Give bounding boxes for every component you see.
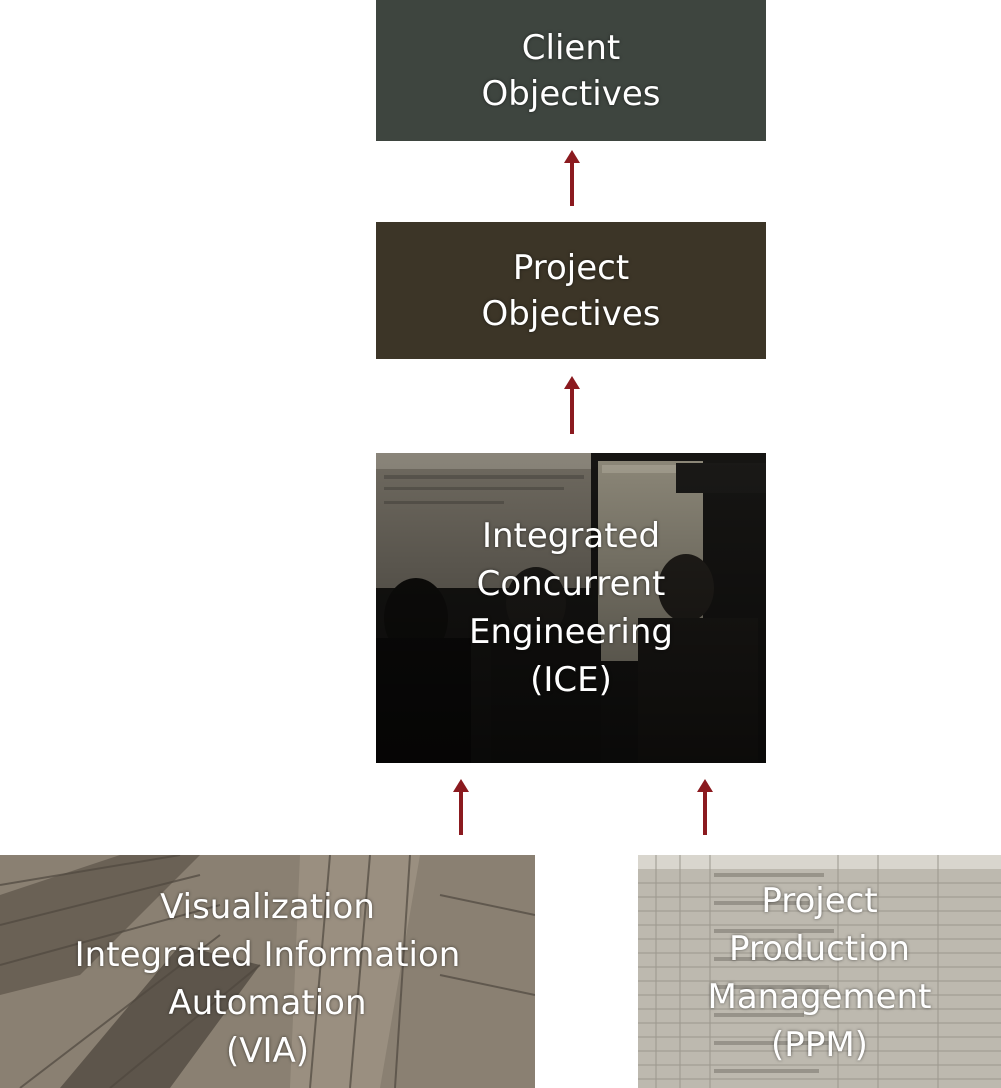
team-meeting-photo — [376, 453, 766, 763]
building-model-render — [0, 855, 535, 1088]
ppm-label: Project Production Management (PPM) — [707, 880, 932, 1065]
client-objectives-box: Client Objectives — [376, 0, 766, 141]
arrow-up-project-to-client — [564, 150, 580, 206]
arrow-up-via-to-ice — [453, 779, 469, 835]
ppm-box: Project Production Management (PPM) — [638, 855, 1001, 1088]
ice-box: Integrated Concurrent Engineering (ICE) — [376, 453, 766, 763]
via-box: Visualization Integrated Information Aut… — [0, 855, 535, 1088]
via-label: Visualization Integrated Information Aut… — [74, 886, 461, 1071]
ice-label: Integrated Concurrent Engineering (ICE) — [469, 516, 673, 700]
arrow-up-ice-to-project — [564, 376, 580, 434]
project-objectives-label: Project Objectives — [481, 247, 661, 334]
project-objectives-box: Project Objectives — [376, 222, 766, 359]
arrow-up-ppm-to-ice — [697, 779, 713, 835]
client-objectives-label: Client Objectives — [481, 27, 661, 114]
schedule-spreadsheet-image — [638, 855, 1001, 1088]
